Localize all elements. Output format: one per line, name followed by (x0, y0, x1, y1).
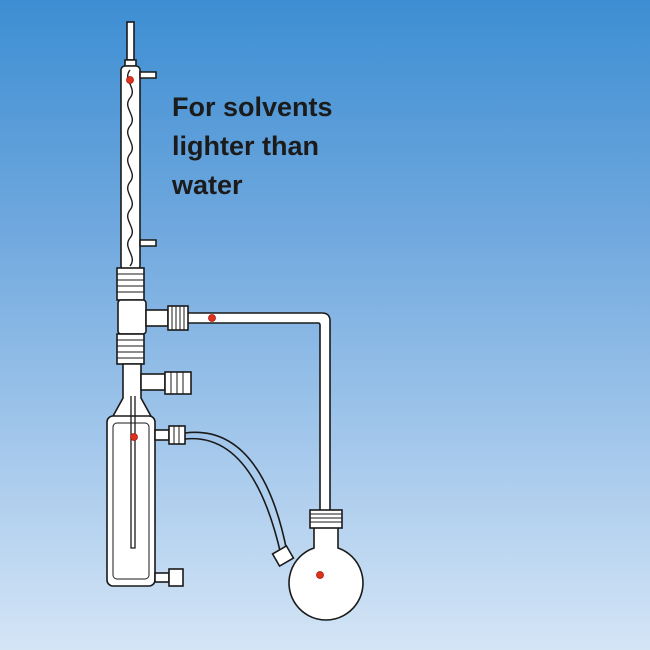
round-bottom-flask (271, 509, 364, 621)
chamber-neck (110, 363, 192, 419)
drain-stopcock (154, 568, 184, 587)
flexible-return-tube (184, 431, 288, 553)
caption-line-1: For solvents (172, 92, 333, 122)
lower-ground-joint (116, 333, 145, 365)
stopcock-markers (126, 76, 324, 579)
chamber-marker (130, 433, 138, 441)
caption-line-2: lighter than (172, 131, 319, 161)
condenser-marker (126, 76, 134, 84)
head-threaded-connector (167, 305, 189, 331)
caption-line-3: water (172, 170, 243, 200)
water-outlet (139, 71, 157, 79)
vapor-tube-marker (208, 314, 216, 322)
siphon-tube (130, 396, 136, 549)
flask-side-arm (271, 544, 295, 568)
vapor-tube (185, 312, 331, 513)
extraction-chamber (106, 396, 156, 587)
upper-ground-joint (116, 267, 145, 301)
condenser-top-tube (126, 21, 135, 61)
caption: For solvents lighter than water (172, 88, 472, 205)
flask-threaded-neck (309, 509, 343, 529)
condenser (120, 21, 157, 271)
water-inlet (139, 239, 157, 247)
flask-body (288, 524, 364, 621)
condenser-coil (127, 69, 133, 267)
flask-marker (316, 571, 324, 579)
condenser-top-joint (124, 59, 137, 67)
return-port (154, 425, 186, 445)
distillation-head (117, 299, 169, 335)
